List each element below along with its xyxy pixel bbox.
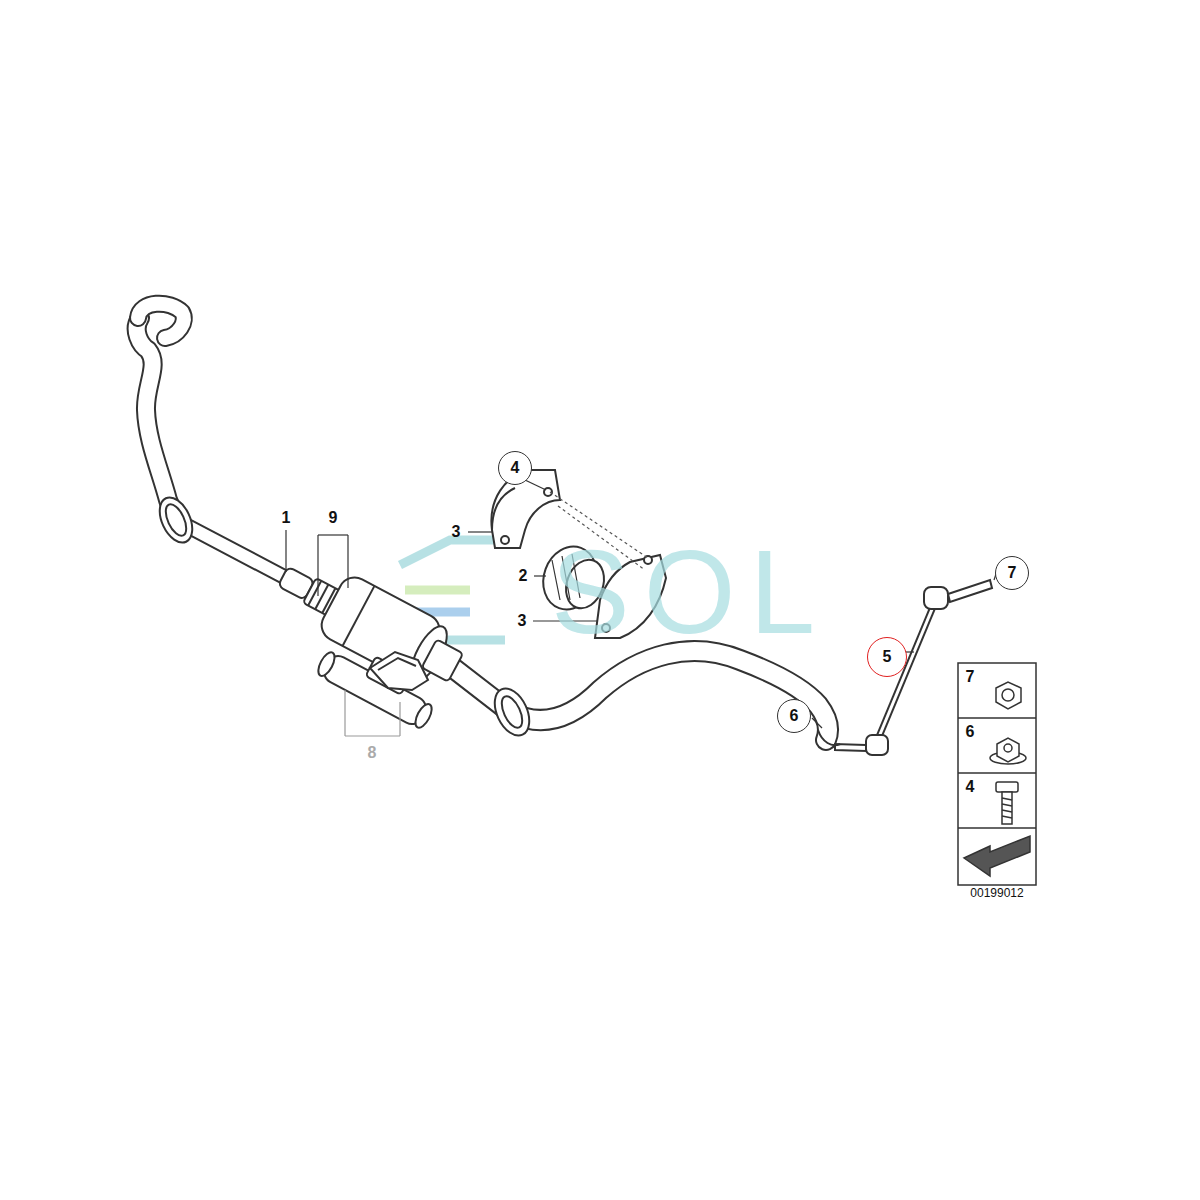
callout-number: 6 [790,707,799,725]
actuator [276,564,471,731]
table-cell-number: 6 [966,723,975,741]
diagram-code: 00199012 [970,886,1023,900]
highlight-callout-circle: 5 [867,637,907,677]
hardware-icons [964,682,1030,876]
table-cell-number: 4 [966,778,975,796]
callout-number: 7 [1008,564,1017,582]
bar-bushings [153,492,536,741]
callout-number: 4 [511,459,520,477]
callout-number: 1 [282,509,291,527]
stabilizer-bar [137,304,828,740]
callout-number: 3 [518,612,527,630]
callout-number: 9 [329,509,338,527]
hardware-table [958,663,1036,885]
callout-number: 2 [519,567,528,585]
leader-lines [286,480,996,728]
bracket-8 [345,690,400,736]
callout-number: 5 [883,648,892,666]
callout-circle: 4 [498,451,532,485]
callout-number: 8 [368,744,377,762]
stabilizer-link [818,580,992,755]
callout-number: 3 [452,523,461,541]
watermark: SOL [551,524,829,660]
callout-circle: 7 [995,556,1029,590]
table-cell-number: 7 [966,668,975,686]
callout-circle: 6 [777,699,811,733]
